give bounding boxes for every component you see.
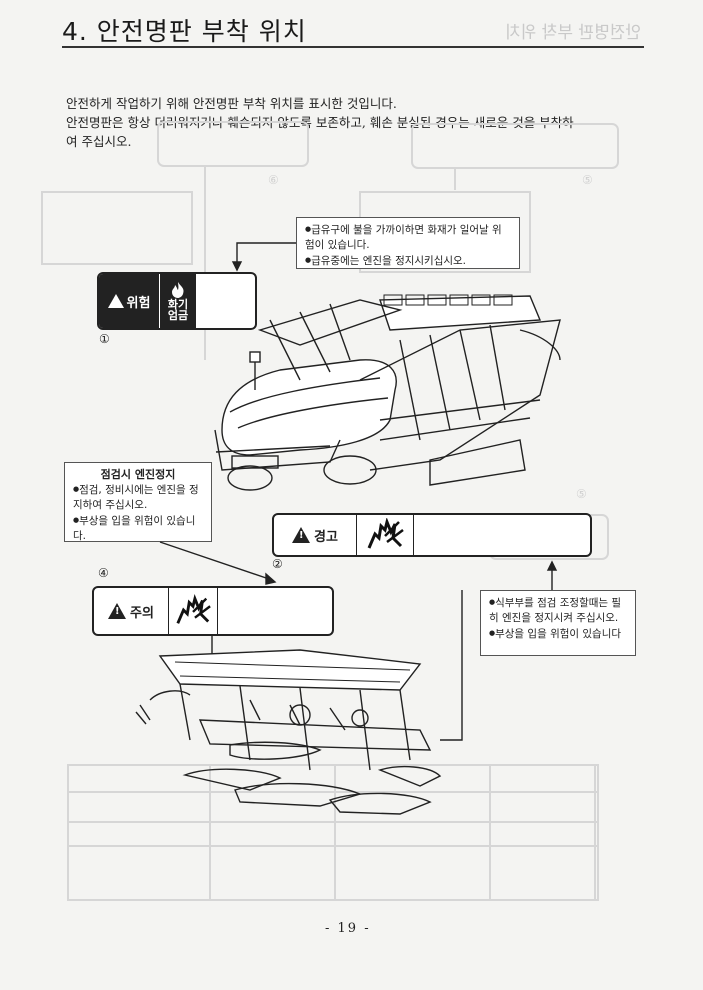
inspection-note: 점검시 엔진정지 점검, 정비시에는 엔진을 정지하여 주십시오. 부상을 입을… [64,462,212,542]
intro-line: 안전하게 작업하기 위해 안전명판 부착 위치를 표시한 것입니다. [66,96,397,111]
fuel-warning-note: 급유구에 불을 가까이하면 화재가 일어날 위험이 있습니다. 급유중에는 엔진… [296,217,520,269]
caution-label: 주의 [92,586,334,636]
note-line: 급유구에 불을 가까이하면 화재가 일어날 위험이 있습니다. [305,222,511,253]
picto-text: 화기엄금 [167,298,189,322]
ghost-mark: ⑤ [582,173,593,187]
warning-triangle-icon [107,294,124,308]
page-number: - 19 - [325,921,371,936]
caution-signal: 주의 [94,588,169,634]
signal-word: 위험 [126,295,151,311]
warning-signal: 경고 [274,515,357,555]
page-title: 4. 안전명판 부착 위치 [62,17,307,46]
planting-part-note: 식부부를 점검 조정할때는 필히 엔진을 정지시켜 주십시오. 부상을 입을 위… [480,590,636,656]
note-line: 부상을 입을 위험이 있습니다 [489,626,627,642]
note-line: 부상을 입을 위험이 있습니다. [73,513,203,544]
warning-label: 경고 [272,513,592,557]
hand-blade-icon [357,515,414,555]
intro-line: 안전명판은 항상 더러워지거나 훼손되지 않도록 보존하고, 훼손 분실된 경우… [66,115,574,130]
note-line: 식부부를 점검 조정할때는 필히 엔진을 정지시켜 주십시오. [489,595,627,626]
note-title: 점검시 엔진정지 [100,468,176,481]
intro-line: 여 주십시오. [66,134,132,149]
signal-word: 주의 [130,605,154,621]
ghost-mark: ⑥ [268,173,279,187]
ghost-mark: ⑤ [576,487,587,501]
signal-word: 경고 [314,529,338,545]
danger-label: 위험 화기엄금 [97,272,257,330]
flame-icon [172,282,184,298]
fire-icon: 화기엄금 [159,274,196,328]
warning-triangle-icon [292,527,311,543]
title-rule [62,46,644,48]
danger-signal: 위험 [99,274,159,328]
intro-paragraph: 안전하게 작업하기 위해 안전명판 부착 위치를 표시한 것입니다. 안전명판은… [66,94,646,151]
label-number: ④ [98,566,109,580]
warning-triangle-icon [108,603,127,619]
label-number: ① [99,332,110,346]
note-line: 점검, 정비시에는 엔진을 정지하여 주십시오. [73,482,203,513]
note-line: 급유중에는 엔진을 정지시키십시오. [305,253,511,269]
label-number: ② [272,557,283,571]
hand-blade-icon [169,588,218,634]
